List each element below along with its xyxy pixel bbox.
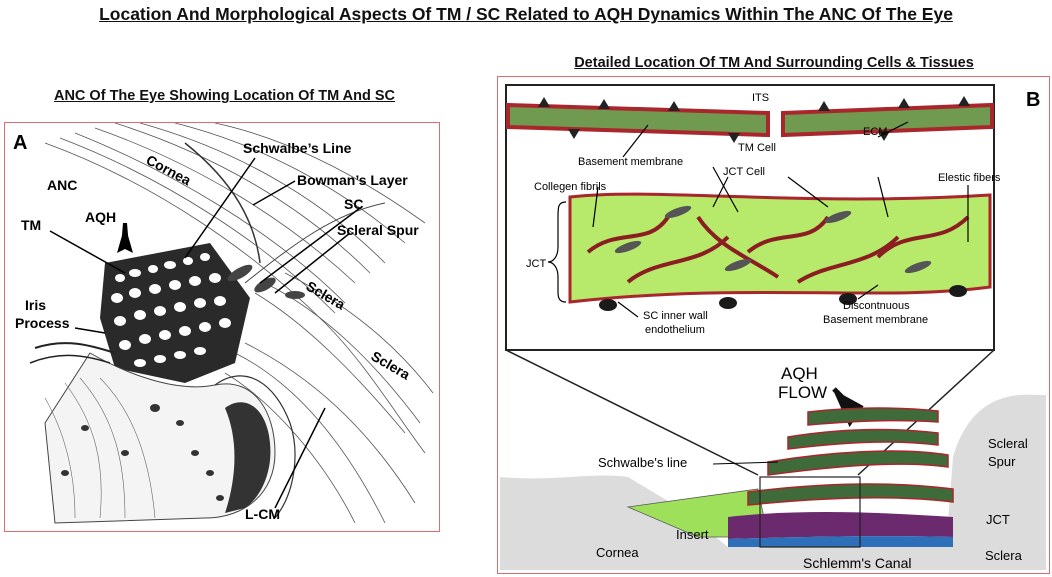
schwalbes-line-pointer [712, 461, 779, 465]
label-iris: Iris [25, 297, 46, 313]
label-cornea-b: Cornea [596, 545, 639, 560]
sclera-edge-line [244, 202, 386, 284]
label-schwalbes-line: Schwalbe’s Line [243, 140, 352, 156]
jct-bracket [547, 201, 567, 303]
label-sc-inner-wall: SC inner wall [643, 310, 708, 322]
label-aqh: AQH [85, 209, 116, 225]
aqh-arrow [117, 223, 133, 253]
label-sclera-1: Sclera [304, 278, 349, 313]
tm-beams [506, 96, 994, 143]
lower-tm-beams [747, 407, 954, 506]
panel-b-heading: Detailed Location Of TM And Surrounding … [574, 55, 974, 71]
panel-b-letter: B [1026, 89, 1040, 111]
jct-region [568, 192, 992, 311]
schlemms-canal-shapes [227, 264, 305, 299]
jct-cells-lower [728, 512, 953, 539]
label-basement-membrane: Basement membrane [578, 156, 683, 168]
ciliary-body [44, 352, 296, 524]
zoom-box [759, 476, 861, 548]
label-sclera-b: Sclera [985, 548, 1023, 563]
label-scleral: Scleral [988, 436, 1028, 451]
label-schlemms-canal: Schlemm's Canal [803, 555, 912, 571]
label-its: ITS [752, 92, 769, 104]
panel-a: A Cornea ANC TM AQH Schwalbe’s Line Bowm… [4, 122, 440, 532]
leader-lines [49, 157, 361, 509]
label-collegen-fibrils: Collegen fibrils [534, 181, 607, 193]
inset-leader-lines [592, 121, 969, 318]
main-title: Location And Morphological Aspects Of TM… [99, 4, 953, 24]
label-schwalbes-line-b: Schwalbe's line [598, 455, 687, 470]
label-scleral-spur: Scleral Spur [337, 222, 419, 238]
trabecular-meshwork [100, 243, 250, 383]
label-sclera-2: Sclera [369, 348, 414, 383]
label-discontinuous: Discontnuous [843, 300, 910, 312]
label-jct: JCT [526, 258, 546, 270]
label-process: Process [15, 315, 70, 331]
label-endothelium: endothelium [645, 324, 705, 336]
lower-tissue [500, 394, 1046, 570]
sc-endothelium-lower [728, 536, 953, 547]
bowmans-layer-line [184, 142, 261, 264]
label-insert: Insert [676, 527, 709, 542]
label-tm-cell: TM Cell [738, 142, 776, 154]
label-sc: SC [344, 196, 363, 212]
label-anc: ANC [47, 177, 77, 193]
panel-a-illustration: A Cornea ANC TM AQH Schwalbe’s Line Bowm… [13, 122, 434, 524]
label-jct-lower: JCT [986, 512, 1010, 527]
label-tm: TM [21, 217, 41, 233]
iris-process-shape [34, 342, 116, 354]
label-bowmans-layer: Bowman’s Layer [297, 172, 408, 188]
label-basement-membrane-2: Basement membrane [823, 314, 928, 326]
panel-a-heading: ANC Of The Eye Showing Location Of TM An… [53, 88, 395, 104]
label-spur: Spur [988, 454, 1016, 469]
zoom-line-left [505, 349, 759, 476]
panel-a-letter: A [13, 132, 27, 154]
label-aqh-flow-2: FLOW [778, 383, 827, 402]
label-jct-cell: JCT Cell [723, 166, 765, 178]
cornea-sclera-lines [44, 122, 434, 524]
panel-b-illustration: B ITS TM Cell ECM Basement membrane Coll… [500, 84, 1046, 571]
label-aqh-flow-1: AQH [781, 364, 818, 383]
panel-b: B ITS TM Cell ECM Basement membrane Coll… [497, 76, 1050, 574]
label-lcm: L-CM [245, 506, 280, 522]
label-ecm: ECM [863, 126, 887, 138]
label-cornea: Cornea [144, 152, 194, 189]
label-elestic-fibers: Elestic fibers [938, 172, 1001, 184]
